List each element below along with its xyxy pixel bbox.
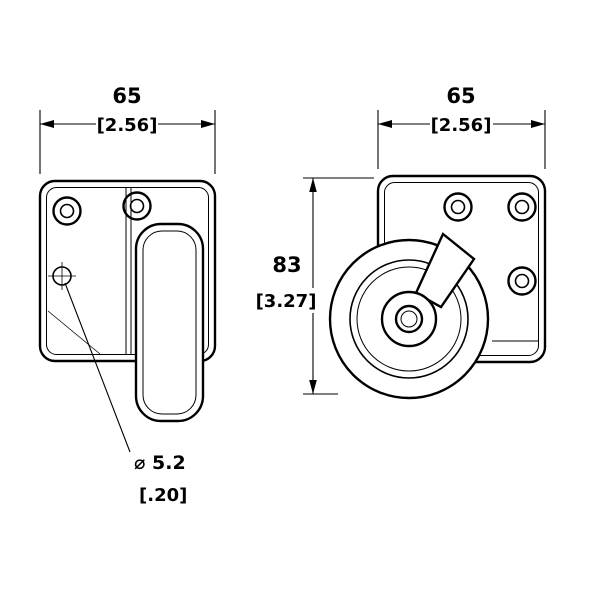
side-housing-inner-line bbox=[46, 187, 209, 355]
arrowhead-bottom bbox=[309, 380, 317, 394]
dimension-width-right: 65 [2.56] bbox=[377, 84, 546, 169]
side-mount-hole-1-inner bbox=[59, 203, 75, 219]
text-mask bbox=[266, 252, 308, 277]
front-wheel-ring-outer bbox=[349, 259, 469, 379]
swivel-fork bbox=[414, 232, 476, 309]
arrowhead-right bbox=[531, 120, 545, 128]
dim-width-left-mm: 65 bbox=[112, 84, 141, 108]
axle-inner bbox=[400, 310, 418, 328]
dim-width-right-mm: 65 bbox=[446, 84, 475, 108]
dimension-width-left: 65 [2.56] bbox=[39, 84, 216, 174]
front-mount-hole-1-inner bbox=[450, 199, 466, 215]
axle-outer bbox=[394, 304, 424, 334]
front-wheel-ring-inner bbox=[356, 266, 462, 372]
front-view bbox=[328, 174, 547, 400]
front-mount-hole-1-outer bbox=[443, 192, 473, 222]
side-wheel-inner-line bbox=[142, 230, 197, 415]
hole-diameter-value: ⌀ 5.2 bbox=[134, 452, 186, 474]
dim-width-right-inch: [2.56] bbox=[431, 115, 492, 136]
side-mount-hole-1-outer bbox=[52, 196, 82, 226]
arrowhead-left bbox=[40, 120, 54, 128]
arrowhead-right bbox=[201, 120, 215, 128]
dimension-height: 83 [3.27] bbox=[252, 177, 374, 395]
callout-hole-diameter: ⌀ 5.2 [.20] bbox=[64, 282, 187, 506]
front-mount-hole-2-outer bbox=[507, 192, 537, 222]
side-mount-hole-2-inner bbox=[129, 198, 145, 214]
arrowhead-left bbox=[378, 120, 392, 128]
side-wheel-outline bbox=[134, 222, 205, 423]
side-mount-hole-2-outer bbox=[122, 191, 152, 221]
hole-diameter-inch: [.20] bbox=[139, 485, 187, 506]
dim-height-inch: [3.27] bbox=[256, 291, 317, 312]
hub-boss bbox=[380, 290, 438, 348]
front-mount-hole-3-inner bbox=[514, 273, 530, 289]
dim-width-left-inch: [2.56] bbox=[97, 115, 158, 136]
front-mount-hole-3-outer bbox=[507, 266, 537, 296]
text-mask bbox=[252, 288, 318, 313]
side-housing-outline bbox=[38, 179, 217, 363]
hole-callout-leader bbox=[64, 282, 131, 453]
side-view bbox=[38, 179, 217, 423]
side-bracket-bend-line bbox=[47, 310, 101, 355]
front-mount-hole-2-inner bbox=[514, 199, 530, 215]
dim-height-mm: 83 bbox=[272, 253, 301, 277]
arrowhead-top bbox=[309, 178, 317, 192]
